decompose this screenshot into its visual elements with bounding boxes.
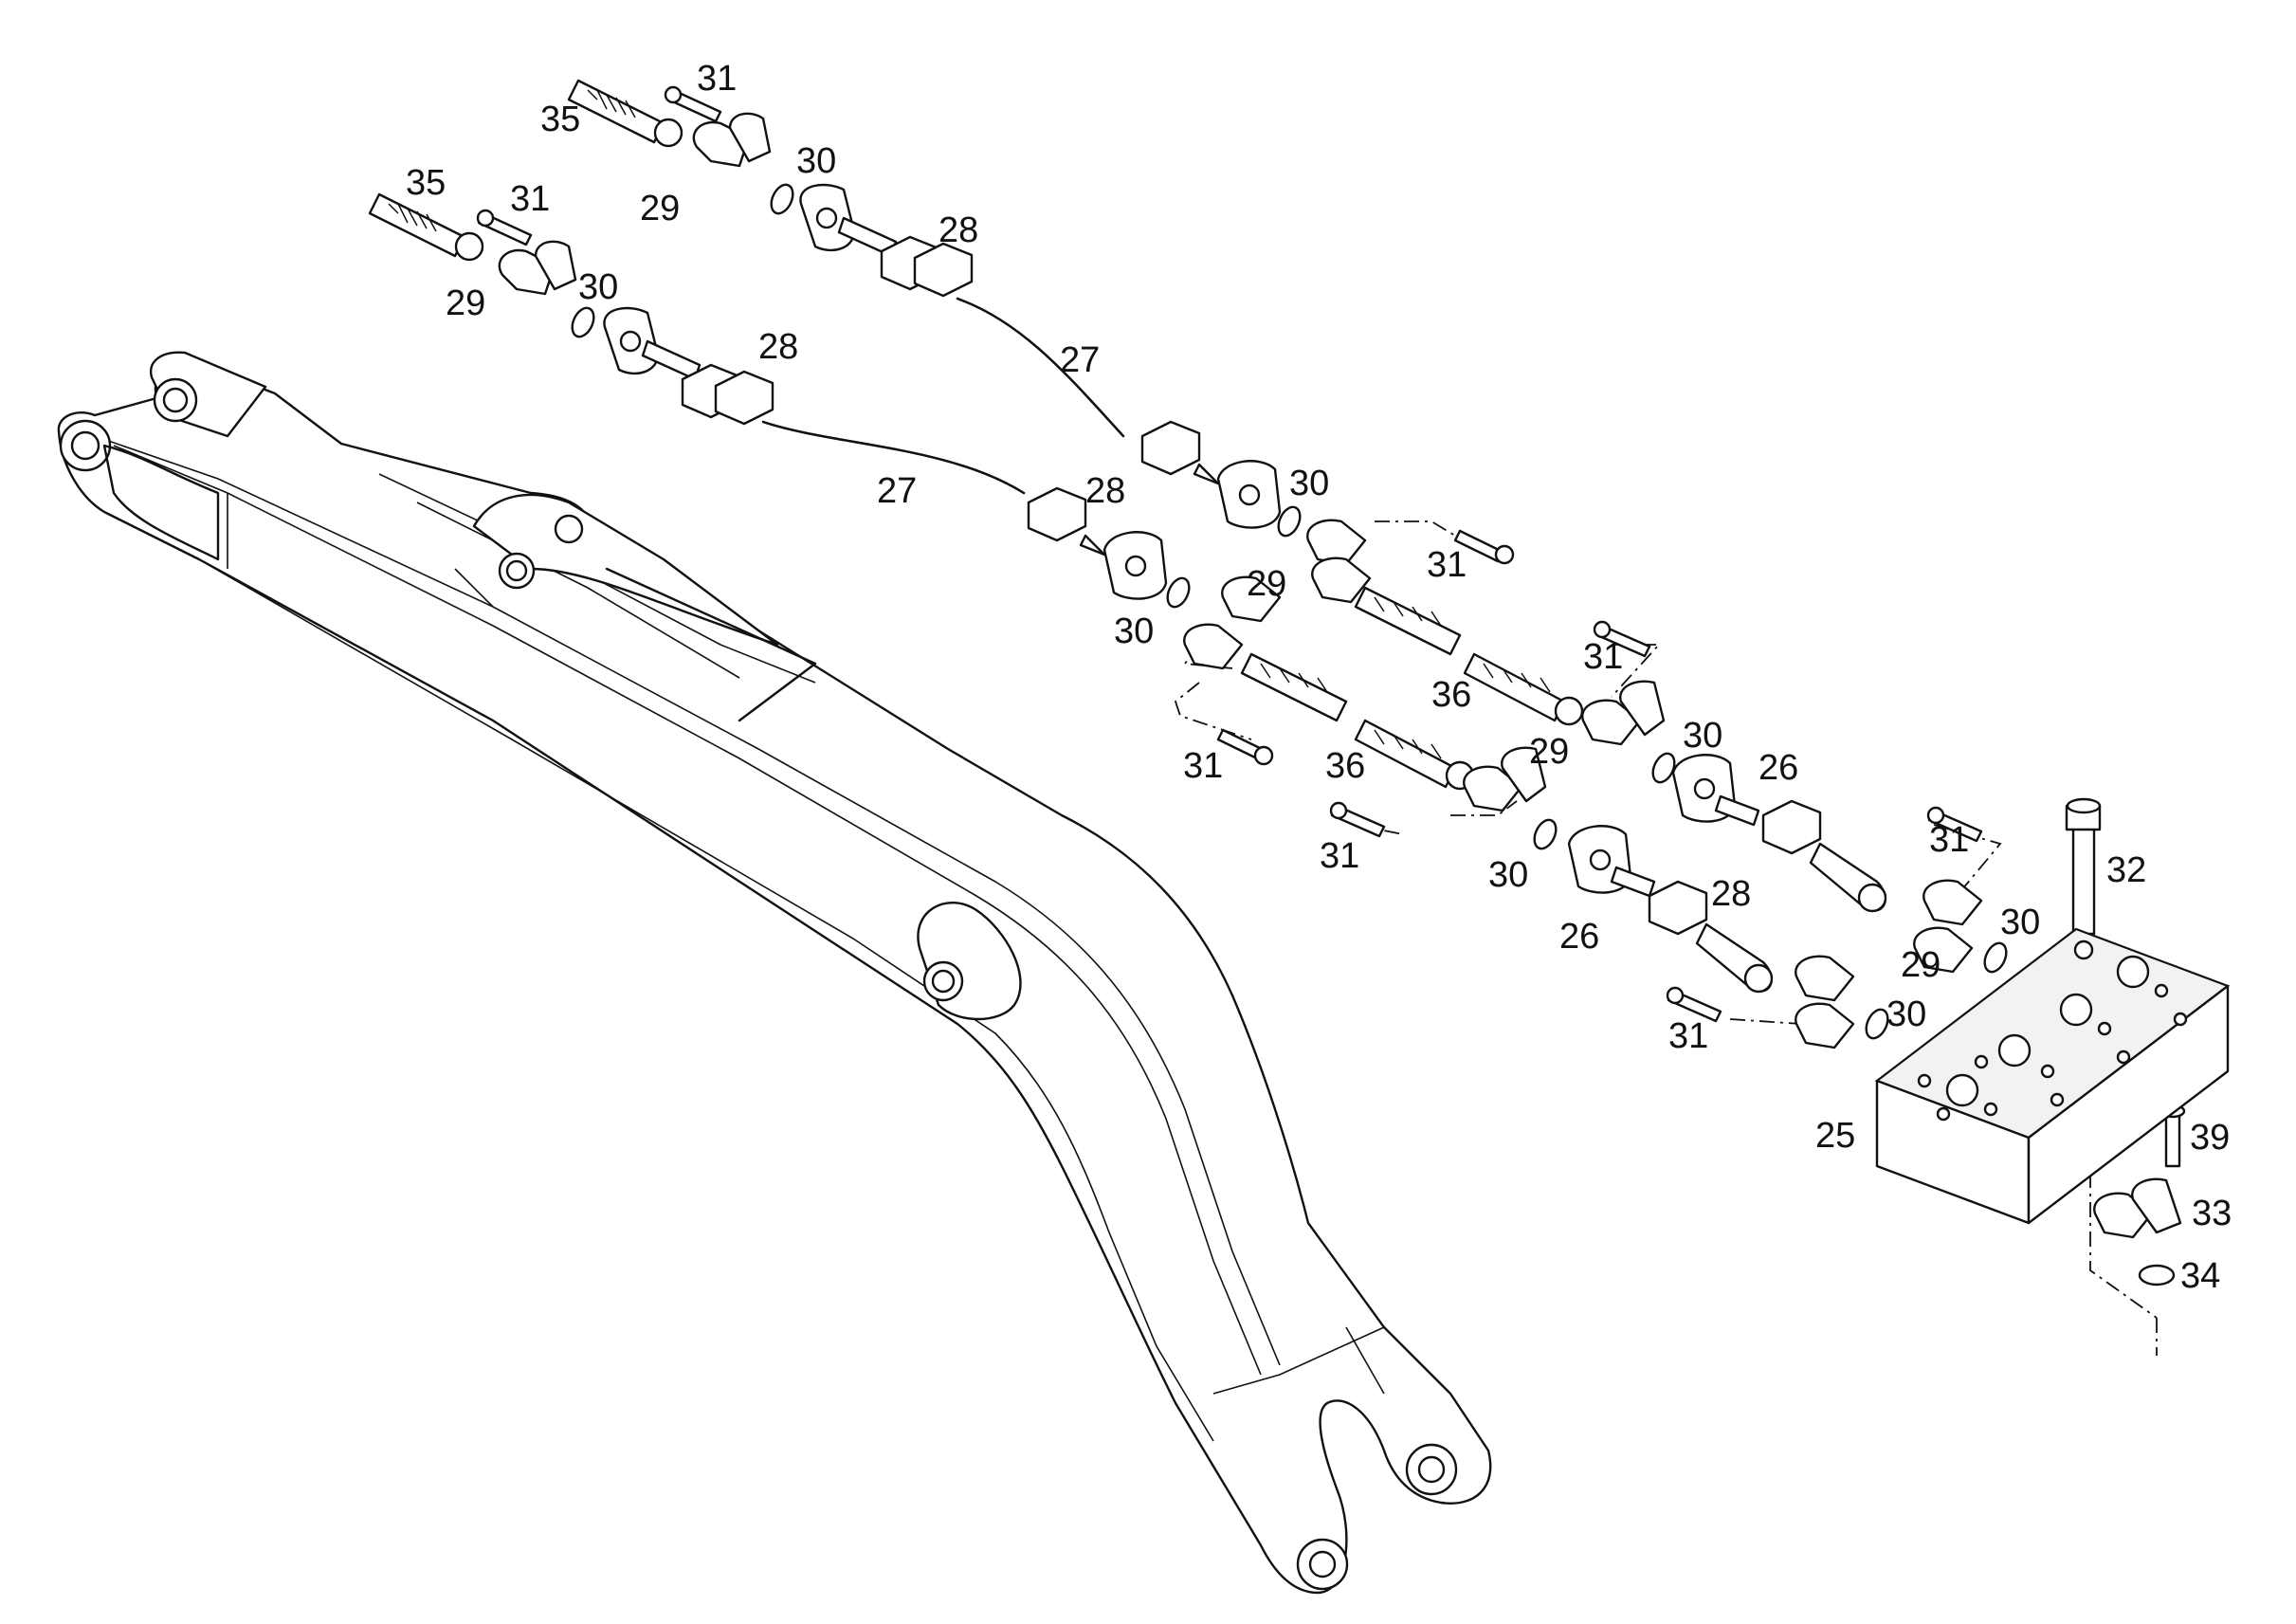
pipe-clamp-blocks bbox=[681, 235, 1887, 994]
callout-30: 30 bbox=[1289, 464, 1329, 503]
callout-31: 31 bbox=[1668, 1016, 1708, 1056]
callout-labels: 35 31 29 30 28 35 31 29 30 28 27 27 28 3… bbox=[406, 59, 2232, 1296]
callout-26: 26 bbox=[1758, 748, 1798, 788]
callout-28: 28 bbox=[1711, 874, 1751, 914]
callout-28: 28 bbox=[938, 210, 978, 250]
callout-36: 36 bbox=[1431, 675, 1471, 715]
callout-32: 32 bbox=[2106, 850, 2146, 890]
excavator-arm bbox=[57, 351, 1492, 1595]
callout-36: 36 bbox=[1325, 746, 1365, 786]
callout-29: 29 bbox=[1901, 945, 1941, 985]
valve-block bbox=[1874, 927, 2231, 1225]
callout-26: 26 bbox=[1559, 917, 1599, 957]
flanges bbox=[603, 183, 1760, 898]
o-rings bbox=[571, 183, 2176, 1286]
callout-31: 31 bbox=[1583, 637, 1623, 677]
callout-31: 31 bbox=[1929, 820, 1969, 860]
callout-39: 39 bbox=[2190, 1118, 2230, 1158]
callout-30: 30 bbox=[578, 267, 618, 307]
callout-29: 29 bbox=[1247, 564, 1286, 604]
split-flange-clamps bbox=[498, 112, 2182, 1239]
callout-35: 35 bbox=[406, 163, 446, 203]
callout-29: 29 bbox=[1529, 732, 1569, 772]
callout-28: 28 bbox=[758, 327, 798, 367]
bolts bbox=[476, 85, 2186, 1168]
callout-31: 31 bbox=[697, 59, 737, 99]
callout-29: 29 bbox=[446, 283, 485, 323]
callout-30: 30 bbox=[1488, 855, 1528, 895]
callout-29: 29 bbox=[640, 189, 680, 228]
callout-31: 31 bbox=[1320, 836, 1359, 876]
callout-27: 27 bbox=[877, 471, 917, 511]
callout-30: 30 bbox=[1683, 716, 1722, 756]
callout-31: 31 bbox=[510, 179, 550, 219]
hose-lines bbox=[761, 297, 1125, 495]
callout-30: 30 bbox=[1114, 611, 1154, 651]
callout-27: 27 bbox=[1060, 340, 1100, 380]
callout-33: 33 bbox=[2192, 1194, 2232, 1233]
callout-28: 28 bbox=[1085, 471, 1125, 511]
callout-25: 25 bbox=[1815, 1116, 1855, 1156]
callout-30: 30 bbox=[1886, 994, 1926, 1034]
callout-30: 30 bbox=[796, 141, 836, 181]
hose-fitting-parts bbox=[368, 79, 1584, 791]
callout-30: 30 bbox=[2000, 903, 2040, 942]
callout-31: 31 bbox=[1183, 746, 1223, 786]
callout-34: 34 bbox=[2180, 1256, 2220, 1296]
callout-35: 35 bbox=[540, 100, 580, 139]
callout-31: 31 bbox=[1427, 545, 1467, 585]
